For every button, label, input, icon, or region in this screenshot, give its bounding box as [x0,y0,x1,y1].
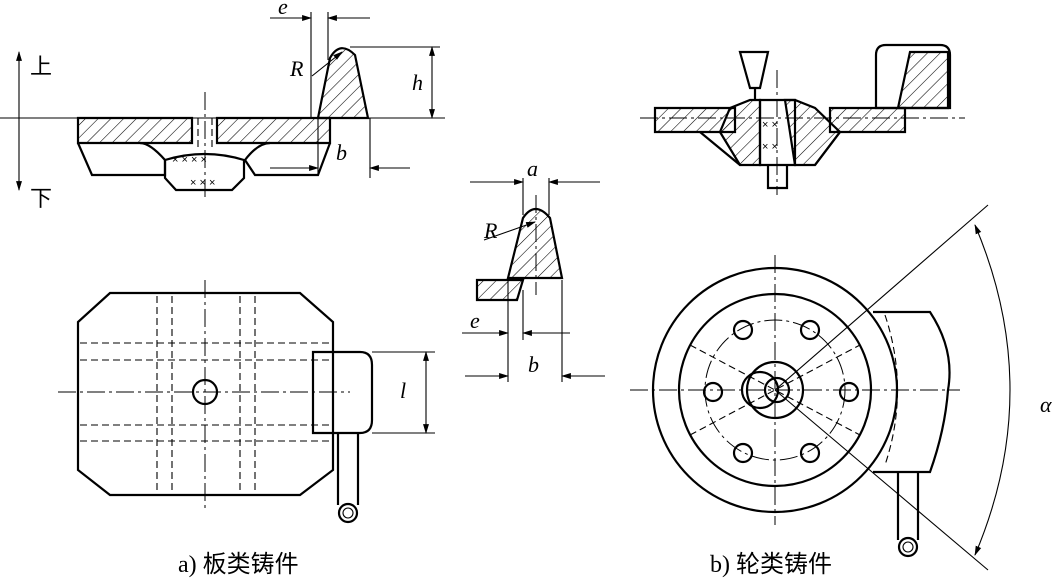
wheel-casting-top-view [630,204,1011,571]
direction-up-label: 上 [30,54,52,79]
dim-b-mid: b [528,352,539,377]
dim-alpha: α [1040,392,1052,417]
dim-r-mid: R [483,218,498,243]
direction-down-label: 下 [30,186,52,211]
caption-plate-casting: a) 板类铸件 [178,551,299,578]
svg-text:× ×: × × [762,141,778,153]
plate-casting-section: × × × × × × × [0,12,445,200]
lug-detail [462,178,605,382]
wheel-casting-section: × × × × [640,43,965,195]
plate-casting-top-view [58,280,435,524]
dim-b-top: b [336,140,347,165]
caption-wheel-casting: b) 轮类铸件 [710,551,832,578]
dim-e-mid: e [470,308,480,333]
dim-r-top: R [289,56,304,81]
dim-e-top: e [278,0,288,19]
dim-h: h [412,70,423,95]
svg-text:× × × ×: × × × × [172,154,207,166]
svg-text:× × ×: × × × [190,177,215,189]
svg-text:× ×: × × [762,119,778,131]
dim-l: l [400,378,406,403]
dim-a: a [527,156,538,181]
